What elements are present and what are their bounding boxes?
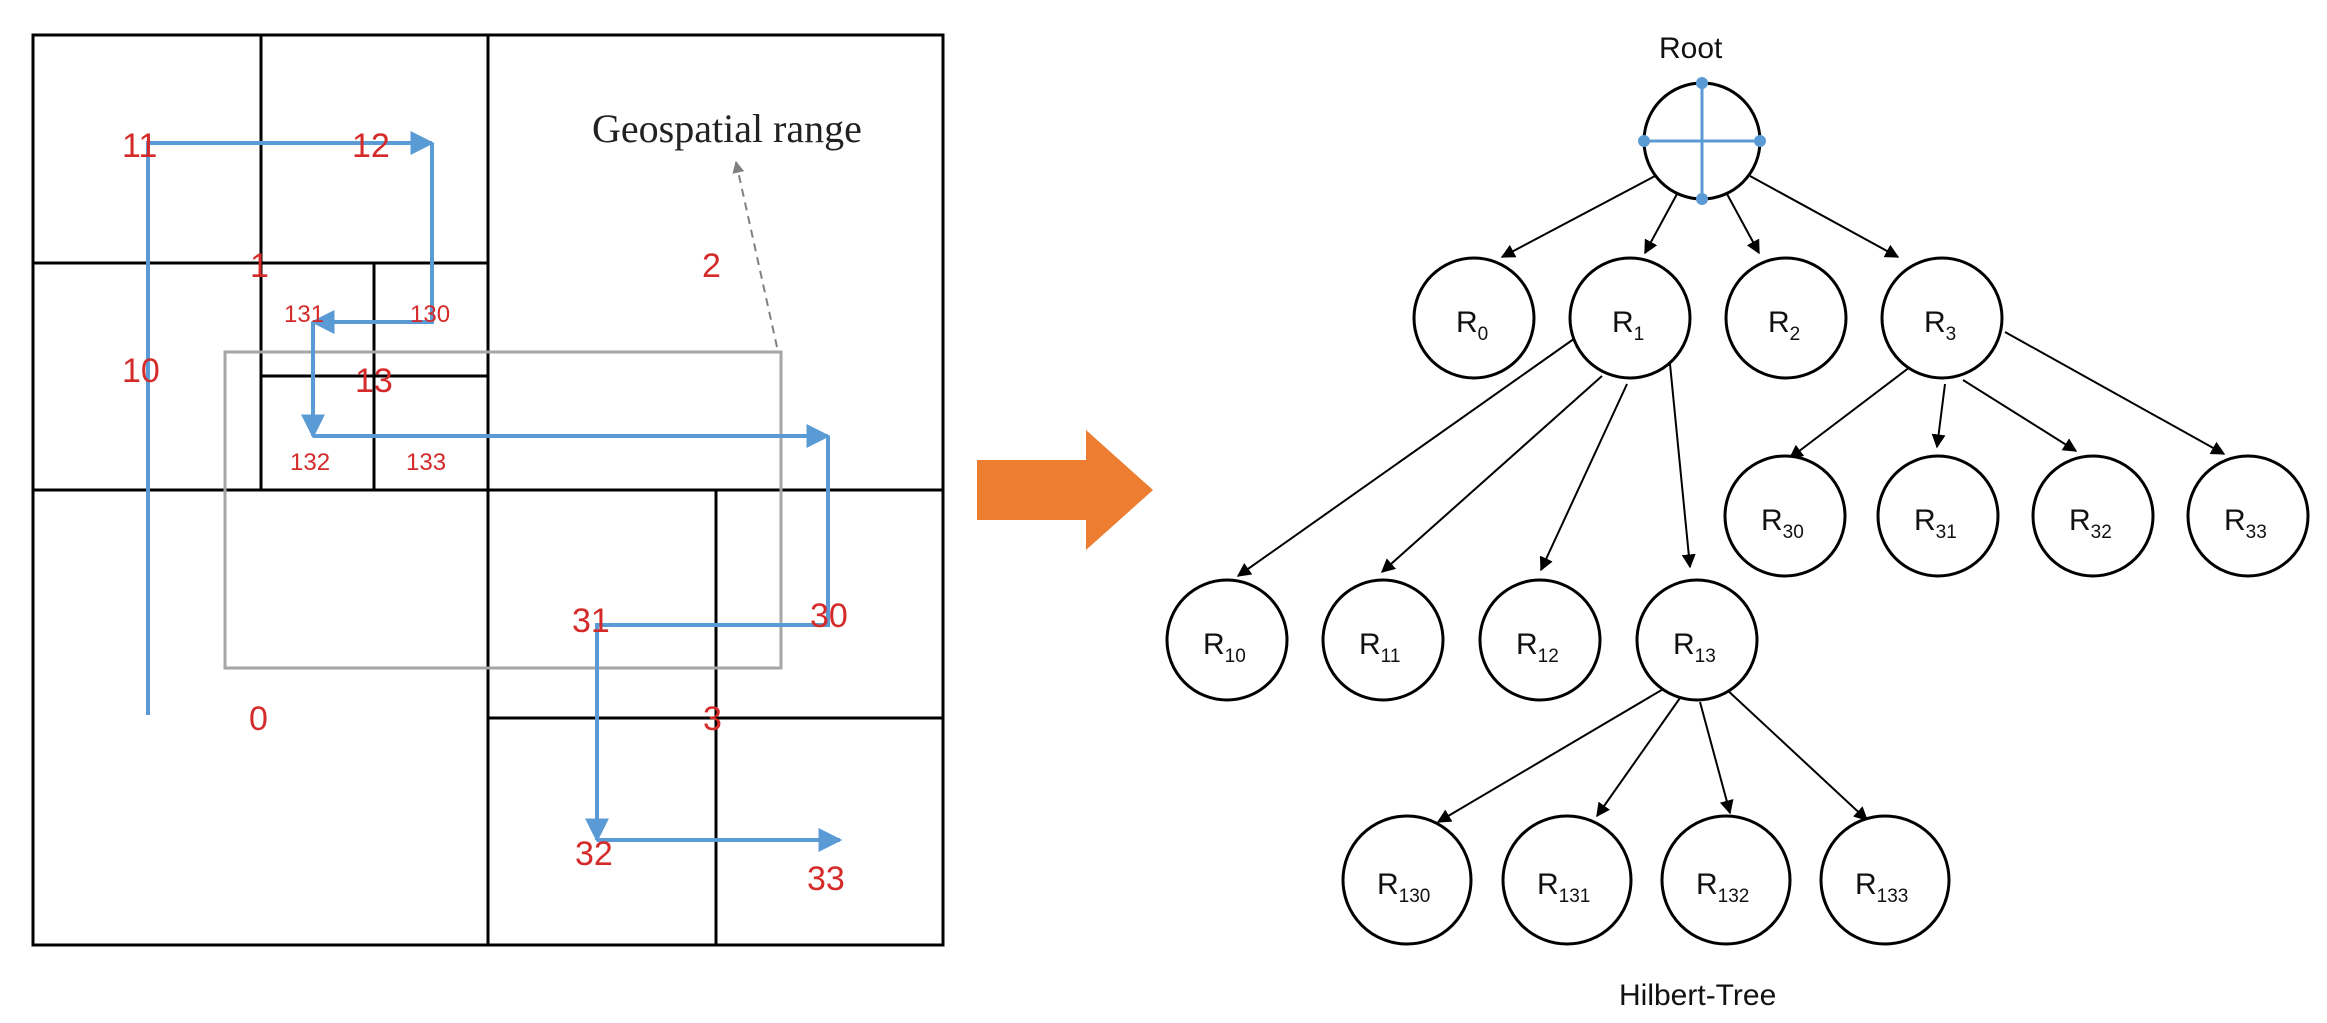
node-R132-circle	[1660, 814, 1792, 946]
hilbert-segment-30	[585, 436, 830, 843]
node-R33-label: R33	[2224, 504, 2267, 543]
node-R13-label: R13	[1673, 628, 1716, 667]
node-R130-circle	[1341, 814, 1473, 946]
hilbert-segment-13	[310, 143, 434, 334]
tree-edges	[1236, 175, 2226, 823]
cell-label-130: 130	[410, 301, 450, 328]
edge-R3-R33	[2004, 331, 2226, 455]
node-R2-label: R2	[1768, 306, 1800, 345]
node-R133-label: R133	[1855, 868, 1908, 907]
root-node-dot-bottom	[1696, 193, 1708, 205]
transform-arrow	[977, 430, 1153, 550]
node-R0-label: R0	[1456, 306, 1488, 345]
node-R30-circle	[1723, 454, 1847, 578]
tree-node-labels: R0 R1 R2 R3 R10 R11 R12 R13 R30 R31 R32 …	[1203, 306, 2267, 907]
edge-R13-R130	[1436, 687, 1666, 823]
cell-label-10: 10	[122, 352, 160, 390]
node-R1-circle	[1568, 256, 1692, 380]
edge-R1-R12	[1539, 383, 1628, 572]
edge-R1-R11	[1380, 375, 1603, 573]
cell-label-13: 13	[355, 362, 393, 400]
cell-label-30: 30	[810, 597, 848, 635]
node-R132-label: R132	[1696, 868, 1749, 907]
node-R131-label: R131	[1537, 868, 1590, 907]
edge-R13-R133	[1724, 687, 1869, 821]
root-node-dot-right	[1754, 135, 1766, 147]
edge-root-R2	[1726, 193, 1760, 255]
node-R32-circle	[2031, 454, 2155, 578]
edge-root-R1	[1644, 193, 1678, 255]
node-R133-circle	[1819, 814, 1951, 946]
node-R1-label: R1	[1612, 306, 1644, 345]
cell-label-0: 0	[249, 700, 268, 738]
node-R33-circle	[2186, 454, 2310, 578]
node-R12-circle	[1478, 578, 1602, 702]
node-R11-label: R11	[1359, 628, 1400, 667]
cell-label-32: 32	[575, 835, 613, 873]
node-R2-circle	[1724, 256, 1848, 380]
geospatial-range-label: Geospatial range	[592, 106, 862, 151]
node-R31-label: R31	[1914, 504, 1957, 543]
node-R3-circle	[1880, 256, 2004, 380]
node-R0-circle	[1412, 256, 1536, 380]
cell-label-131: 131	[284, 301, 324, 328]
root-node-dot-top	[1696, 77, 1708, 89]
edge-root-R3	[1749, 175, 1900, 258]
root-node	[1638, 77, 1766, 205]
cell-label-1: 1	[250, 247, 269, 285]
range-pointer-dashed	[732, 160, 778, 348]
tree-nodes	[1165, 256, 2310, 946]
cell-label-2: 2	[702, 247, 721, 285]
edge-R3-R32	[1962, 379, 2078, 452]
edge-R3-R30	[1788, 366, 1911, 459]
cell-label-31: 31	[572, 602, 610, 640]
node-R32-label: R32	[2069, 504, 2112, 543]
cell-label-11: 11	[122, 127, 157, 165]
node-R10-label: R10	[1203, 628, 1246, 667]
edge-R13-R132	[1699, 701, 1734, 815]
hilbert-curve	[146, 131, 843, 852]
node-R131-circle	[1501, 814, 1633, 946]
node-R12-label: R12	[1516, 628, 1559, 667]
edge-root-R0	[1500, 175, 1656, 258]
node-R130-label: R130	[1377, 868, 1430, 907]
node-R11-circle	[1321, 578, 1445, 702]
node-R10-circle	[1165, 578, 1289, 702]
edge-R13-R131	[1596, 697, 1681, 818]
tree-caption: Hilbert-Tree	[1619, 979, 1776, 1012]
node-R3-label: R3	[1924, 306, 1956, 345]
node-R13-circle	[1635, 578, 1759, 702]
quad-grid	[31, 33, 945, 947]
edge-R1-R10	[1236, 335, 1579, 577]
node-R31-circle	[1876, 454, 2000, 578]
cell-label-33: 33	[807, 860, 845, 898]
cell-label-3: 3	[703, 700, 722, 738]
hilbert-segment-top	[146, 131, 435, 715]
cell-label-132: 132	[290, 449, 330, 476]
root-label: Root	[1659, 32, 1723, 65]
geospatial-range-box	[223, 350, 783, 670]
cell-label-12: 12	[352, 127, 390, 165]
root-node-dot-left	[1638, 135, 1650, 147]
cell-label-133: 133	[406, 449, 446, 476]
edge-R1-R13	[1669, 363, 1696, 569]
edge-R3-R31	[1931, 383, 1946, 449]
node-R30-label: R30	[1761, 504, 1804, 543]
cell-labels: 0 1 2 3 10 11 12 13 30 31 32 33 130 131 …	[122, 127, 848, 898]
